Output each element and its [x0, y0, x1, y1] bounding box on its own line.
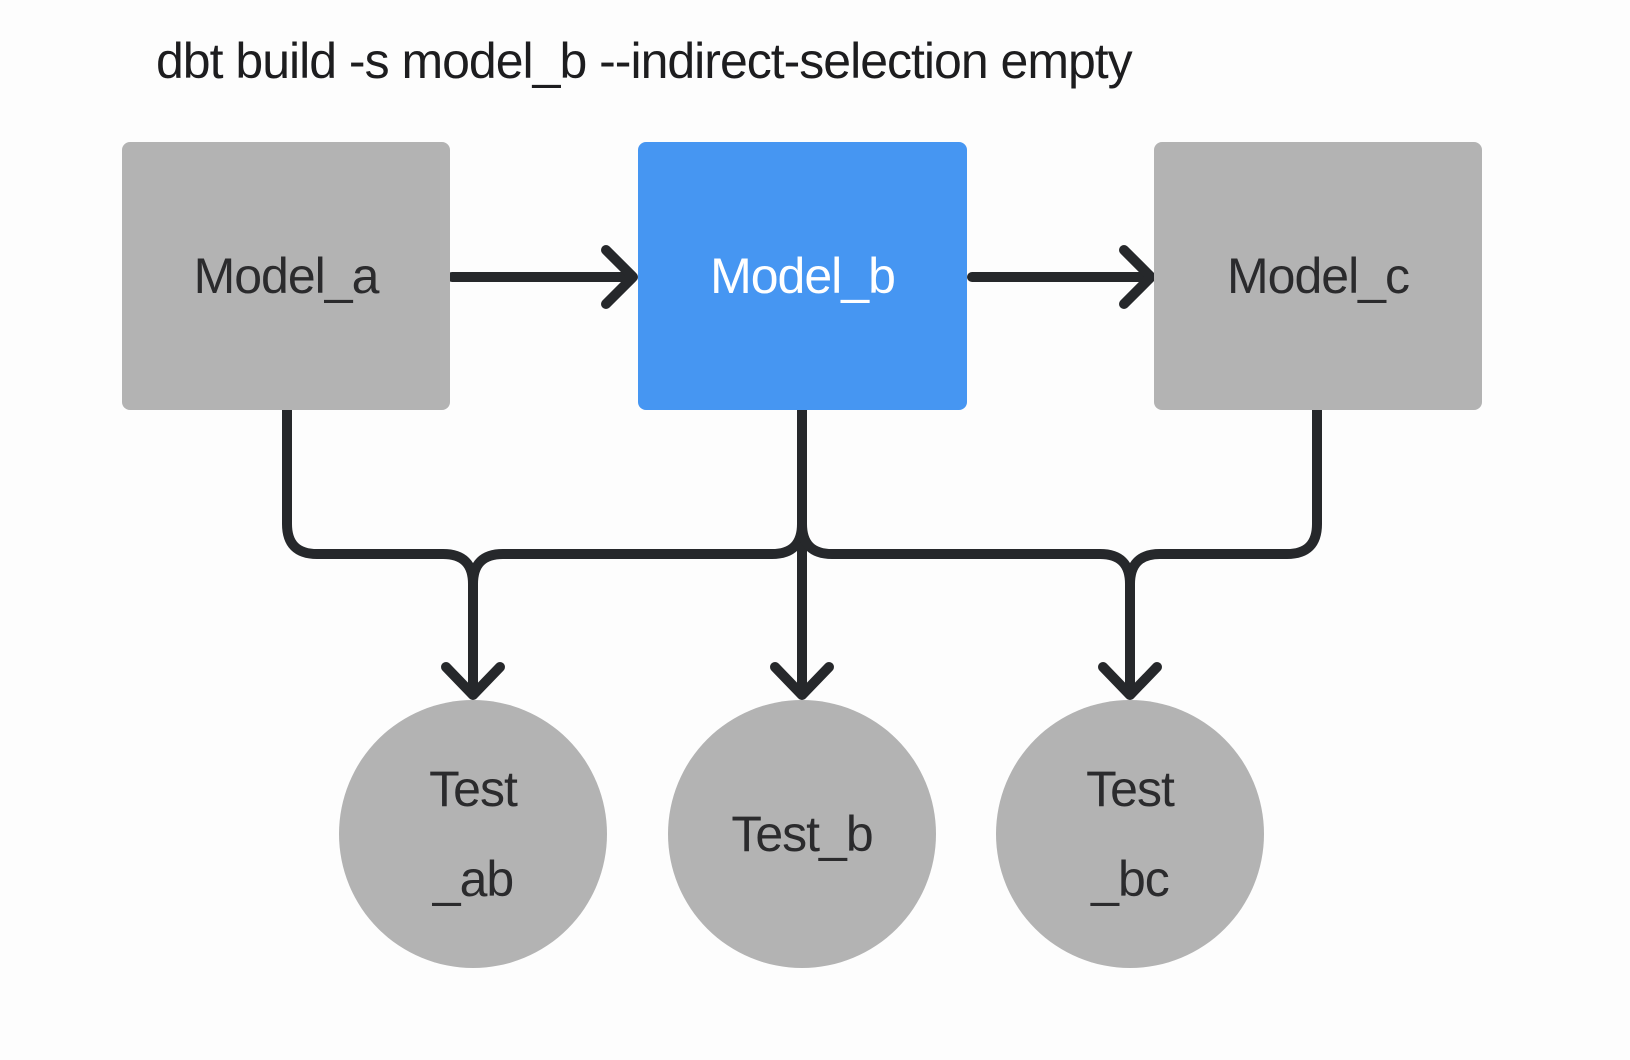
- arrowhead-model-b: [601, 245, 638, 309]
- node-test-bc: Test _bc: [996, 700, 1264, 968]
- arrowhead-model-c: [1119, 245, 1156, 309]
- arrowhead-test-b: [770, 662, 834, 700]
- edge-model-c-to-test-bc: [1125, 405, 1322, 697]
- node-model-a-label: Model_a: [193, 248, 380, 304]
- node-model-b: Model_b: [638, 142, 967, 410]
- node-model-c-label: Model_c: [1227, 248, 1410, 304]
- diagram-title: dbt build -s model_b --indirect-selectio…: [156, 33, 1133, 89]
- edge-model-b-to-test-bc: [797, 405, 1135, 697]
- node-model-c: Model_c: [1154, 142, 1482, 410]
- arrowhead-test-ab: [441, 662, 505, 700]
- node-model-a: Model_a: [122, 142, 450, 410]
- node-test-bc-label: Test _bc: [1086, 761, 1175, 907]
- arrowhead-test-bc: [1098, 662, 1162, 700]
- node-test-b: Test_b: [668, 700, 936, 968]
- edge-model-a-to-test-ab: [282, 405, 478, 697]
- node-model-b-label: Model_b: [710, 248, 896, 304]
- node-test-ab: Test _ab: [339, 700, 607, 968]
- node-test-b-label: Test_b: [731, 806, 873, 862]
- node-test-ab-label: Test _ab: [429, 761, 518, 907]
- edge-model-b-to-test-ab: [468, 405, 807, 697]
